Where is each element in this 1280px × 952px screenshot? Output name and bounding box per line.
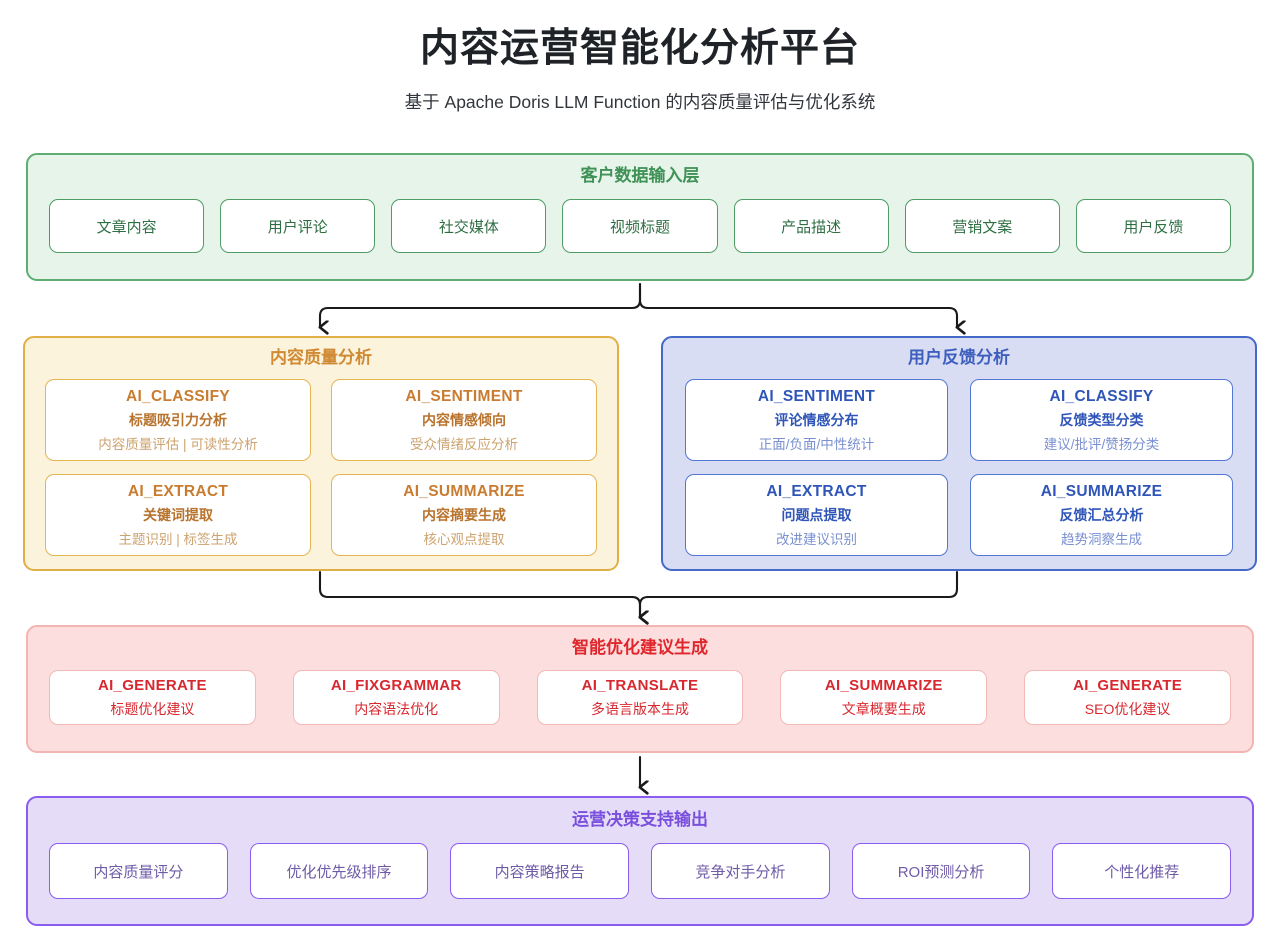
connector-input-to-analysis — [320, 282, 957, 327]
page-header: 内容运营智能化分析平台 基于 Apache Doris LLM Function… — [0, 0, 1280, 114]
function-name: AI_SENTIMENT — [757, 387, 876, 405]
function-desc: 标题吸引力分析 — [129, 412, 227, 428]
quality-layer-cards: AI_CLASSIFY 标题吸引力分析 内容质量评估 | 可读性分析 AI_SE… — [45, 379, 597, 556]
optimize-layer-cards: AI_GENERATE 标题优化建议 AI_FIXGRAMMAR 内容语法优化 … — [49, 670, 1231, 725]
function-sub: 趋势洞察生成 — [1061, 531, 1142, 547]
input-item-article[interactable]: 文章内容 — [49, 199, 205, 253]
quality-card-ai-summarize[interactable]: AI_SUMMARIZE 内容摘要生成 核心观点提取 — [331, 474, 597, 556]
output-item-priority-ranking[interactable]: 优化优先级排序 — [249, 843, 429, 899]
feedback-card-ai-classify[interactable]: AI_CLASSIFY 反馈类型分类 建议/批评/赞扬分类 — [970, 379, 1233, 461]
section-feedback-analysis: 用户反馈分析 AI_SENTIMENT 评论情感分布 正面/负面/中性统计 AI… — [661, 336, 1257, 571]
input-item-comments[interactable]: 用户评论 — [220, 199, 376, 253]
output-item-roi-forecast[interactable]: ROI预测分析 — [851, 843, 1031, 899]
function-desc: 多语言版本生成 — [590, 700, 689, 717]
optimize-card-ai-generate-seo[interactable]: AI_GENERATE SEO优化建议 — [1024, 670, 1231, 725]
optimize-card-ai-generate-title[interactable]: AI_GENERATE 标题优化建议 — [49, 670, 256, 725]
section-output-layer: 运营决策支持输出 内容质量评分 优化优先级排序 内容策略报告 竞争对手分析 RO… — [26, 796, 1254, 926]
function-desc: 内容情感倾向 — [422, 412, 506, 428]
function-sub: 建议/批评/赞扬分类 — [1043, 436, 1160, 452]
input-layer-title: 客户数据输入层 — [580, 166, 700, 185]
quality-card-ai-classify[interactable]: AI_CLASSIFY 标题吸引力分析 内容质量评估 | 可读性分析 — [45, 379, 311, 461]
function-name: AI_SUMMARIZE — [403, 482, 525, 500]
quality-card-ai-extract[interactable]: AI_EXTRACT 关键词提取 主题识别 | 标签生成 — [45, 474, 311, 556]
section-quality-analysis: 内容质量分析 AI_CLASSIFY 标题吸引力分析 内容质量评估 | 可读性分… — [23, 336, 619, 571]
input-item-video[interactable]: 视频标题 — [562, 199, 718, 253]
optimize-card-ai-translate[interactable]: AI_TRANSLATE 多语言版本生成 — [536, 670, 744, 725]
output-layer-title: 运营决策支持输出 — [572, 810, 708, 829]
section-optimization: 智能优化建议生成 AI_GENERATE 标题优化建议 AI_FIXGRAMMA… — [26, 625, 1254, 753]
function-sub: 核心观点提取 — [423, 531, 505, 547]
function-desc: 评论情感分布 — [774, 412, 859, 428]
function-sub: 内容质量评估 | 可读性分析 — [98, 436, 258, 452]
output-layer-items: 内容质量评分 优化优先级排序 内容策略报告 竞争对手分析 ROI预测分析 个性化… — [49, 843, 1232, 899]
output-item-personalization[interactable]: 个性化推荐 — [1052, 843, 1232, 899]
function-desc: 反馈汇总分析 — [1059, 507, 1144, 523]
input-item-feedback[interactable]: 用户反馈 — [1075, 199, 1231, 253]
function-desc: 内容摘要生成 — [422, 507, 506, 523]
input-item-marketing[interactable]: 营销文案 — [904, 199, 1060, 253]
optimize-card-ai-summarize[interactable]: AI_SUMMARIZE 文章概要生成 — [780, 670, 988, 725]
quality-card-ai-sentiment[interactable]: AI_SENTIMENT 内容情感倾向 受众情绪反应分析 — [331, 379, 597, 461]
function-desc: 反馈类型分类 — [1059, 412, 1144, 428]
function-name: AI_FIXGRAMMAR — [330, 676, 462, 694]
function-name: AI_EXTRACT — [127, 482, 229, 500]
feedback-card-ai-extract[interactable]: AI_EXTRACT 问题点提取 改进建议识别 — [685, 474, 948, 556]
feedback-card-ai-summarize[interactable]: AI_SUMMARIZE 反馈汇总分析 趋势洞察生成 — [970, 474, 1233, 556]
function-desc: SEO优化建议 — [1084, 700, 1171, 717]
function-desc: 关键词提取 — [143, 507, 213, 523]
feedback-layer-title: 用户反馈分析 — [908, 348, 1010, 367]
page-subtitle: 基于 Apache Doris LLM Function 的内容质量评估与优化系… — [404, 91, 876, 112]
page-title: 内容运营智能化分析平台 — [419, 27, 860, 70]
function-name: AI_GENERATE — [97, 676, 207, 694]
function-desc: 标题优化建议 — [110, 700, 195, 717]
function-name: AI_SENTIMENT — [405, 387, 523, 405]
function-name: AI_CLASSIFY — [125, 387, 231, 405]
output-item-competitor[interactable]: 竞争对手分析 — [651, 843, 830, 899]
function-sub: 主题识别 | 标签生成 — [118, 531, 238, 547]
section-input-layer: 客户数据输入层 文章内容 用户评论 社交媒体 视频标题 产品描述 营销文案 用户… — [26, 153, 1254, 281]
input-item-product[interactable]: 产品描述 — [733, 199, 889, 253]
function-desc: 文章概要生成 — [841, 700, 926, 717]
input-item-social[interactable]: 社交媒体 — [391, 199, 547, 253]
function-sub: 改进建议识别 — [776, 531, 857, 547]
input-layer-items: 文章内容 用户评论 社交媒体 视频标题 产品描述 营销文案 用户反馈 — [49, 199, 1231, 253]
output-item-strategy-report[interactable]: 内容策略报告 — [450, 843, 630, 899]
connector-analysis-to-optimize — [318, 570, 959, 617]
function-desc: 问题点提取 — [781, 507, 852, 523]
function-name: AI_CLASSIFY — [1049, 387, 1154, 405]
function-name: AI_EXTRACT — [766, 482, 867, 500]
optimize-card-ai-fixgrammar[interactable]: AI_FIXGRAMMAR 内容语法优化 — [292, 670, 500, 725]
quality-layer-title: 内容质量分析 — [270, 348, 372, 367]
feedback-card-ai-sentiment[interactable]: AI_SENTIMENT 评论情感分布 正面/负面/中性统计 — [685, 379, 948, 461]
function-name: AI_SUMMARIZE — [824, 676, 943, 694]
function-sub: 正面/负面/中性统计 — [758, 436, 875, 452]
function-sub: 受众情绪反应分析 — [410, 436, 518, 452]
output-item-quality-score[interactable]: 内容质量评分 — [49, 843, 228, 899]
function-name: AI_GENERATE — [1073, 676, 1183, 694]
function-name: AI_SUMMARIZE — [1040, 482, 1163, 500]
optimize-layer-title: 智能优化建议生成 — [572, 638, 708, 657]
function-desc: 内容语法优化 — [354, 700, 439, 717]
function-name: AI_TRANSLATE — [581, 676, 699, 694]
feedback-layer-cards: AI_SENTIMENT 评论情感分布 正面/负面/中性统计 AI_CLASSI… — [685, 379, 1233, 556]
